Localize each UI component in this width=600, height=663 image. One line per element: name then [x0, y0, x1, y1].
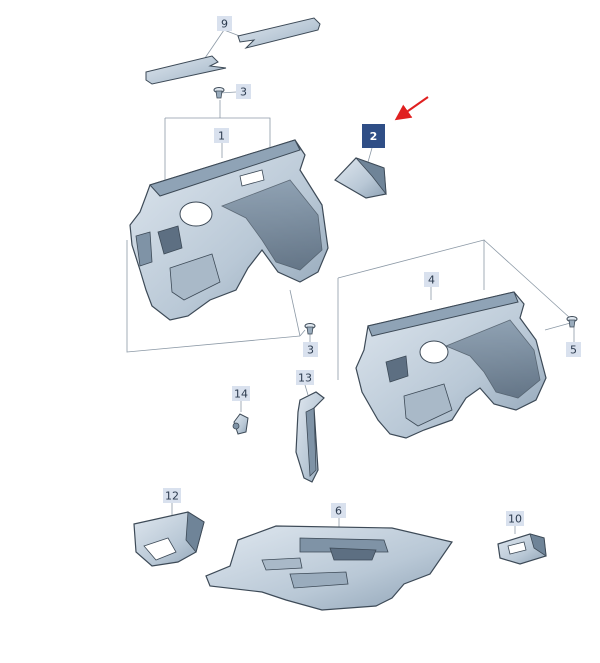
callout-4[interactable]: 4: [424, 272, 439, 287]
callout-3-bottom[interactable]: 3: [303, 342, 318, 357]
part-3-clip-bottom: [304, 323, 316, 335]
part-1-bulkhead-insulation: [129, 139, 329, 321]
callout-3-top[interactable]: 3: [236, 84, 251, 99]
part-5-clip: [566, 316, 578, 328]
part-9-soundproofing-strips: [145, 17, 321, 85]
part-14-clip: [232, 413, 249, 435]
part-13-insulation-strip: [295, 391, 325, 483]
part-10-insulation-bracket: [497, 533, 547, 565]
callout-5[interactable]: 5: [566, 342, 581, 357]
svg-text:4: 4: [428, 274, 435, 287]
svg-text:3: 3: [307, 344, 314, 357]
svg-text:10: 10: [508, 513, 522, 526]
callout-9[interactable]: 9: [217, 16, 232, 31]
svg-text:1: 1: [218, 130, 225, 143]
part-6-floor-insulation: [205, 525, 453, 611]
svg-text:14: 14: [234, 388, 248, 401]
part-12-insulation-piece: [133, 511, 205, 567]
callout-2-highlighted[interactable]: 2: [362, 124, 385, 148]
highlight-arrow: [394, 96, 429, 121]
svg-text:9: 9: [221, 18, 228, 31]
svg-text:6: 6: [335, 505, 342, 518]
svg-text:13: 13: [298, 372, 312, 385]
part-2-insulation-block: [334, 157, 387, 199]
callout-10[interactable]: 10: [506, 511, 524, 526]
svg-text:2: 2: [370, 130, 378, 143]
callout-6[interactable]: 6: [331, 503, 346, 518]
svg-text:5: 5: [570, 344, 577, 357]
callout-14[interactable]: 14: [232, 386, 250, 401]
svg-text:3: 3: [240, 86, 247, 99]
svg-text:12: 12: [165, 490, 179, 503]
leader-lines: [126, 29, 575, 534]
callout-1[interactable]: 1: [214, 128, 229, 143]
callout-13[interactable]: 13: [296, 370, 314, 385]
callout-12[interactable]: 12: [163, 488, 181, 503]
part-3-clip-top: [213, 87, 225, 99]
part-4-bulkhead-insulation: [355, 291, 547, 439]
